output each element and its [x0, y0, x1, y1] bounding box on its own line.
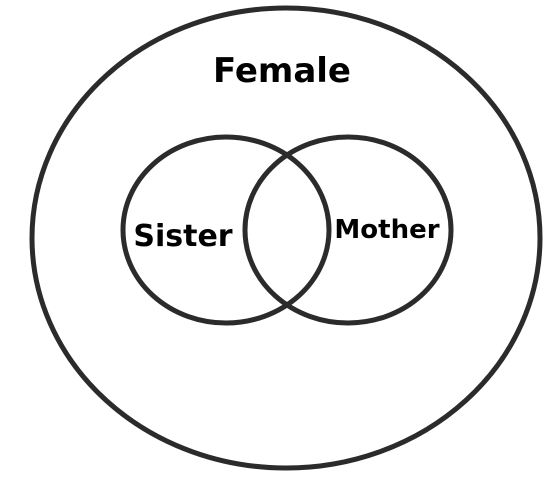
- mother-set-circle: [242, 134, 454, 326]
- female-set-circle: [29, 5, 543, 471]
- sister-set-label: Sister: [133, 219, 232, 254]
- sister-set-circle: [120, 134, 332, 326]
- female-set-label: Female: [213, 51, 351, 91]
- mother-set-label: Mother: [334, 215, 439, 245]
